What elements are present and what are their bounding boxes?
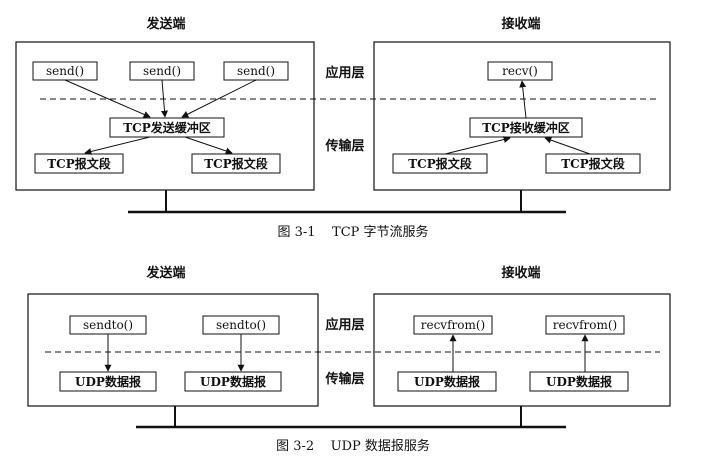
udp-datagram-label: UDP数据报 <box>75 374 141 389</box>
app-layer-label: 应用层 <box>325 317 364 333</box>
tcp-segment-label: TCP报文段 <box>204 156 269 171</box>
tcp-segment-box <box>191 153 281 174</box>
recv-call-label: recv() <box>502 64 538 78</box>
recvfrom-call-box <box>413 315 493 335</box>
send-call-label: send() <box>237 64 275 78</box>
send-call-label: send() <box>46 64 84 78</box>
receiver-title: 接收端 <box>501 265 540 281</box>
udp-datagram-box <box>529 371 629 392</box>
figure-caption: 图 3-1 TCP 字节流服务 <box>277 224 428 240</box>
receiver-title: 接收端 <box>501 16 540 32</box>
udp-datagram-box <box>184 371 282 392</box>
transport-layer-label: 传输层 <box>324 138 364 154</box>
udp-datagram-label: UDP数据报 <box>200 374 266 389</box>
tcp-segment-box <box>34 153 124 174</box>
tcp-send-buffer-label: TCP发送缓冲区 <box>123 120 211 135</box>
tcp-segment-box <box>392 153 488 174</box>
tcp-segment-label: TCP报文段 <box>408 156 473 171</box>
transport-layer-label: 传输层 <box>324 371 364 387</box>
arrow <box>181 79 257 118</box>
figure-udp-datagram: 发送端 接收端 应用层 传输层 sendto() sendto() UDP数据报… <box>27 265 671 454</box>
recv-call-box <box>487 61 553 81</box>
figure-caption: 图 3-2 UDP 数据报服务 <box>276 438 430 454</box>
udp-datagram-box <box>59 371 157 392</box>
recvfrom-call-label: recvfrom() <box>553 318 617 332</box>
udp-datagram-label: UDP数据报 <box>546 374 612 389</box>
arrow <box>544 136 591 155</box>
app-layer-label: 应用层 <box>325 65 364 81</box>
arrow <box>444 136 511 155</box>
udp-datagram-box <box>397 371 497 392</box>
tcp-segment-box <box>545 153 641 174</box>
arrow <box>64 79 151 118</box>
send-call-label: send() <box>143 64 181 78</box>
sender-host-box <box>27 293 319 407</box>
arrow <box>161 79 168 118</box>
arrow <box>184 136 233 155</box>
arrow <box>519 80 527 119</box>
tcp-send-buffer-box <box>109 117 225 138</box>
figure-tcp-byte-stream: 发送端 接收端 应用层 传输层 send() send() send() TCP… <box>15 16 671 240</box>
sender-title: 发送端 <box>145 16 185 32</box>
recvfrom-call-box <box>545 315 625 335</box>
tcp-segment-label: TCP报文段 <box>561 156 626 171</box>
tcp-recv-buffer-label: TCP接收缓冲区 <box>482 120 570 135</box>
tcp-segment-label: TCP报文段 <box>47 156 112 171</box>
sender-title: 发送端 <box>145 265 185 281</box>
udp-datagram-label: UDP数据报 <box>414 374 480 389</box>
sendto-call-label: sendto() <box>216 318 266 332</box>
sendto-call-label: sendto() <box>83 318 133 332</box>
arrow <box>84 136 151 155</box>
recvfrom-call-label: recvfrom() <box>421 318 485 332</box>
